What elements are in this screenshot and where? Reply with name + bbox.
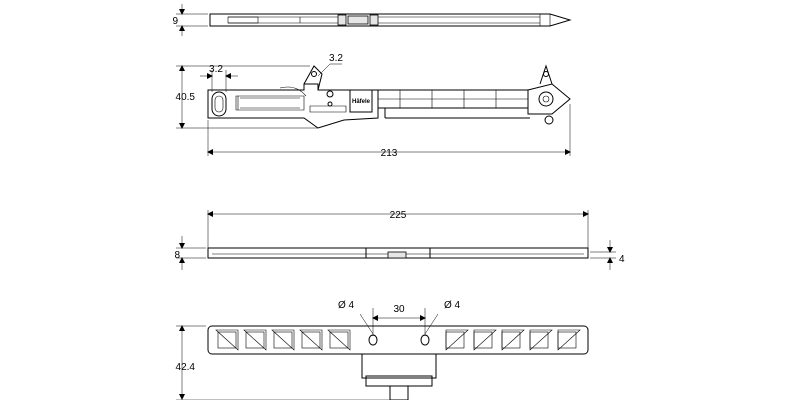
top-strip-view: 9 bbox=[172, 4, 572, 36]
bottom-view: Ø 4 Ø 4 30 42.4 bbox=[176, 300, 589, 401]
dim-plate-right: 4 bbox=[619, 254, 625, 265]
dim-side-length: 213 bbox=[381, 148, 398, 159]
dim-hook: 3.2 bbox=[329, 53, 343, 64]
dim-bottom-height: 42.4 bbox=[176, 362, 196, 373]
dim-slot-width: 3.2 bbox=[209, 64, 223, 75]
flat-plate-view: 225 8 4 bbox=[174, 210, 625, 270]
dim-plate-length: 225 bbox=[390, 210, 407, 221]
dim-hole-left: Ø 4 bbox=[338, 300, 355, 311]
dim-side-height: 40.5 bbox=[176, 92, 196, 103]
dim-hole-right: Ø 4 bbox=[444, 300, 461, 311]
dim-plate-left: 8 bbox=[174, 250, 180, 261]
side-view: Häfele 40.5 3.2 3.2 213 bbox=[176, 53, 571, 159]
dim-hole-spacing: 30 bbox=[393, 304, 405, 315]
dim-top-strip-height: 9 bbox=[172, 16, 178, 27]
brand-label: Häfele bbox=[352, 99, 371, 105]
